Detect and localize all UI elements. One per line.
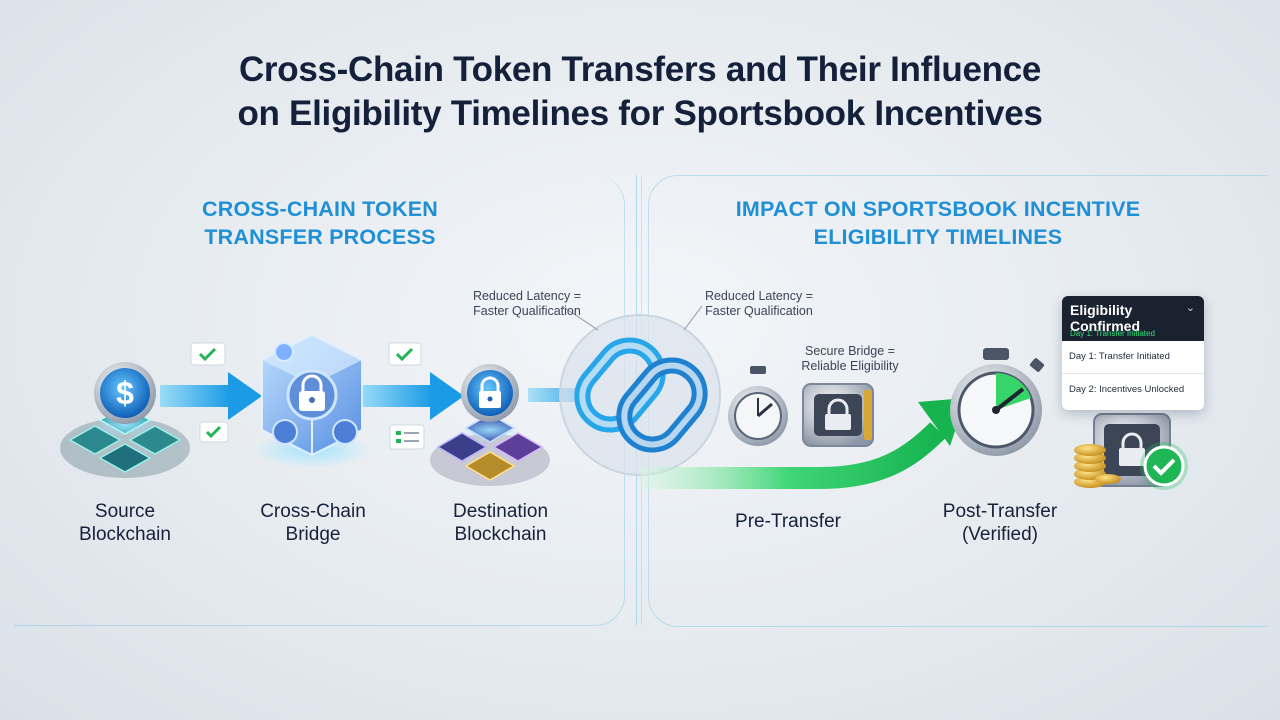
title-line-2: on Eligibility Timelines for Sportsbook … [237, 94, 1043, 133]
svg-text:$: $ [116, 375, 134, 411]
post-label-line-2: (Verified) [961, 524, 1039, 545]
card-row-day-1: Day 1: Transfer Initiated [1062, 341, 1204, 374]
bridge-padlock-icon [299, 374, 325, 411]
note-pointer-right [683, 305, 703, 331]
source-label-line-1: Source [94, 501, 156, 522]
bridge-label-line-2: Bridge [285, 524, 341, 545]
page-title: Cross-Chain Token Transfers and Their In… [0, 48, 1280, 136]
destination-label-line-2: Blockchain [454, 524, 547, 545]
cross-chain-bridge-icon [252, 333, 372, 468]
right-section-heading: IMPACT ON SPORTSBOOK INCENTIVE ELIGIBILI… [728, 195, 1148, 251]
check-chip-4 [389, 424, 425, 450]
latency-note-left-line-2: Faster Qualification [473, 304, 581, 318]
eligibility-card: Eligibility Confirmed ⌄ Day 1: Transfer … [1062, 296, 1204, 410]
post-label-line-1: Post-Transfer [942, 501, 1058, 522]
checkmark-badge-icon [1140, 442, 1188, 490]
pre-transfer-label: Pre-Transfer [718, 510, 858, 533]
latency-note-left: Reduced Latency = Faster Qualification [462, 289, 592, 319]
pre-transfer-padlock-icon [802, 383, 874, 447]
latency-note-right-line-2: Faster Qualification [705, 304, 813, 318]
destination-blockchain-icon [430, 364, 550, 486]
source-label-line-2: Blockchain [79, 524, 171, 545]
card-row-day-2: Day 2: Incentives Unlocked [1069, 384, 1185, 395]
latency-note-right: Reduced Latency = Faster Qualification [694, 289, 824, 319]
post-transfer-label: Post-Transfer (Verified) [925, 500, 1075, 546]
secure-bridge-note: Secure Bridge = Reliable Eligibility [790, 344, 910, 374]
destination-label-line-1: Destination [452, 501, 549, 522]
title-line-1: Cross-Chain Token Transfers and Their In… [238, 50, 1042, 89]
pre-transfer-stopwatch-icon [728, 366, 788, 446]
chain-link-icon [559, 314, 721, 476]
secure-bridge-note-line-2: Reliable Eligibility [801, 359, 899, 373]
destination-padlock-icon [461, 364, 519, 422]
cross-chain-bridge-label: Cross-Chain Bridge [243, 500, 383, 546]
latency-note-left-line-1: Reduced Latency = [472, 289, 582, 303]
check-chip-2 [199, 421, 229, 443]
left-section-heading: CROSS-CHAIN TOKEN TRANSFER PROCESS [160, 195, 480, 251]
destination-blockchain-label: Destination Blockchain [428, 500, 573, 546]
chevron-down-icon[interactable]: ⌄ [1185, 302, 1195, 314]
source-blockchain-label: Source Blockchain [55, 500, 195, 546]
source-blockchain-icon: $ [60, 362, 190, 478]
eligibility-card-title: Eligibility Confirmed [1070, 302, 1140, 334]
arrow-bridge-to-destination [360, 372, 464, 420]
secure-bridge-note-line-1: Secure Bridge = [805, 344, 895, 358]
check-chip-3 [388, 342, 422, 366]
right-heading-line-1: IMPACT ON SPORTSBOOK INCENTIVE [735, 197, 1141, 221]
left-heading-line-1: CROSS-CHAIN TOKEN [202, 197, 438, 221]
arrow-source-to-bridge [160, 372, 262, 420]
bridge-label-line-1: Cross-Chain [260, 501, 366, 522]
check-chip-1 [190, 342, 226, 366]
dollar-coin-icon: $ [94, 362, 156, 424]
left-heading-line-2: TRANSFER PROCESS [204, 225, 436, 249]
right-heading-line-2: ELIGIBILITY TIMELINES [813, 225, 1063, 249]
eligibility-card-subtitle: Day 1: Transfer Initiated [1070, 329, 1155, 338]
note-pointer-left [561, 305, 599, 331]
latency-note-right-line-1: Reduced Latency = [704, 289, 814, 303]
post-transfer-stopwatch-icon [950, 348, 1044, 456]
pre-transfer-label-text: Pre-Transfer [735, 511, 841, 532]
eligibility-card-header: Eligibility Confirmed ⌄ Day 1: Transfer … [1062, 296, 1204, 341]
